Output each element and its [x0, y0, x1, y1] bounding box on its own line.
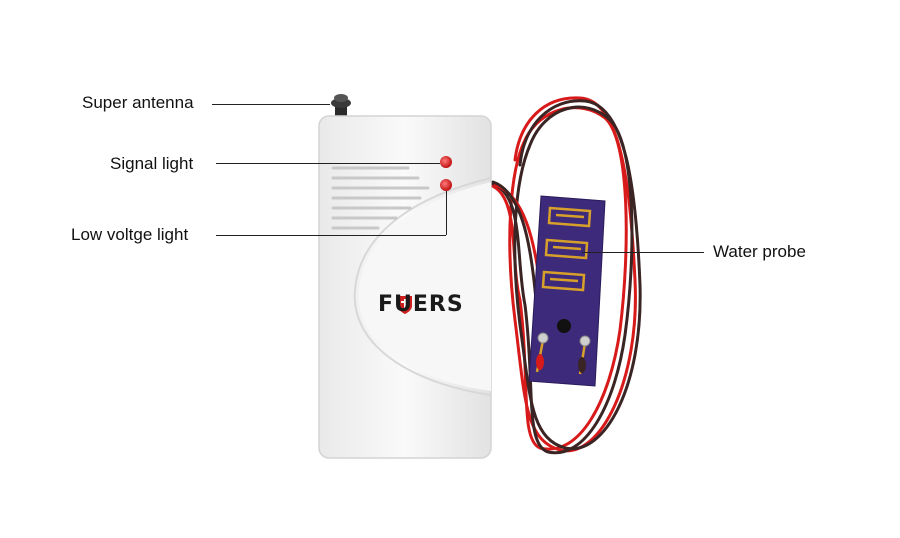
- callout-probe-line: [582, 252, 704, 253]
- brand-logo-text: FUERS: [378, 292, 464, 317]
- signal-led: [440, 156, 452, 168]
- callout-signal-line: [216, 163, 440, 164]
- water-probe-pcb: [528, 195, 606, 387]
- vent-grille: [331, 166, 430, 230]
- brand-shield: [398, 296, 412, 314]
- callout-antenna-line: [212, 104, 330, 105]
- callout-probe-label: Water probe: [713, 242, 806, 261]
- callout-low-voltage-label: Low voltge light: [71, 225, 189, 244]
- callout-signal-label: Signal light: [110, 154, 194, 173]
- callout-antenna-label: Super antenna: [82, 93, 194, 112]
- callout-low-voltage-line: [216, 235, 446, 236]
- callout-low-voltage-riser: [446, 191, 447, 235]
- low-voltage-led: [440, 179, 452, 191]
- sensor-case: [318, 115, 492, 459]
